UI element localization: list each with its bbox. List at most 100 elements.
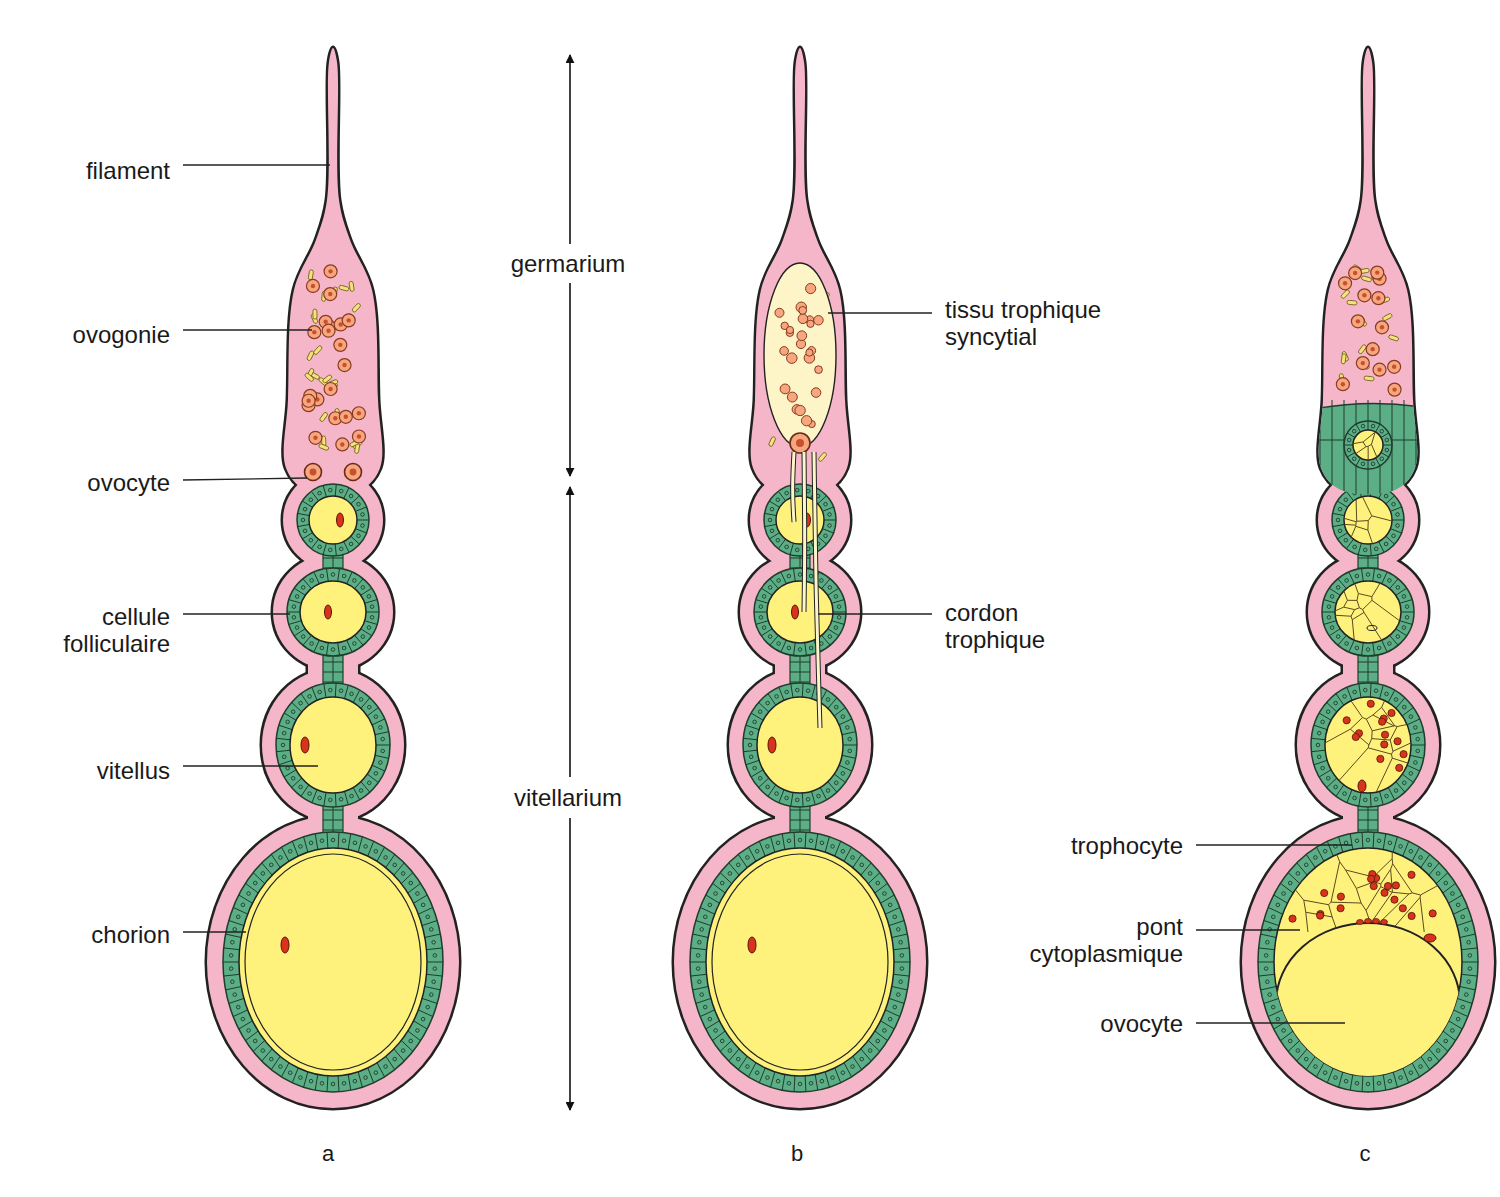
cell-wall [889,920,904,925]
cell-nucleus [876,1039,880,1043]
syncytial-nucleus [780,347,789,356]
cell-nucleus [753,720,757,724]
cell-wall [1390,579,1399,589]
cell-nucleus [1467,980,1471,984]
cell-nucleus [1296,1049,1300,1053]
cell-wall [1461,948,1477,950]
cell-wall [790,830,810,831]
cell-wall [1381,453,1389,458]
cell-wall [1386,536,1395,544]
cell-nucleus [703,1005,707,1009]
cell-wall [1443,883,1456,893]
cell-nucleus [749,755,753,759]
cell-wall [781,572,786,584]
trophocyte-nucleus [1408,871,1415,878]
cell-nucleus [1396,635,1400,639]
oogonium [336,438,349,451]
cell-nucleus [698,940,702,944]
cell-wall [793,568,795,581]
cell-nucleus [299,845,303,849]
syncytial-nucleus [814,316,823,325]
cell-wall [302,533,312,539]
cell-nucleus [236,1005,240,1009]
cell-nucleus [753,766,757,770]
oogonium-nucleus [357,434,361,438]
leader-line [183,164,330,165]
oogonium [1358,289,1371,302]
cell-nucleus [700,993,704,997]
cell-nucleus [261,1049,265,1053]
cell-wall [771,1072,775,1087]
cell-wall [323,558,343,559]
cell-nucleus [1327,616,1331,620]
cell-nucleus [1276,903,1280,907]
leader-line [818,613,932,614]
cell-nucleus [231,980,235,984]
cell-wall [239,895,253,903]
sheath-part [1308,554,1428,670]
cell-nucleus [708,1017,712,1021]
cell-nucleus [416,1029,420,1033]
cell-wall [894,962,910,963]
cell-nucleus [834,626,838,630]
somatic-cell [304,372,314,382]
cell-wall [426,948,442,950]
cell-wall [790,543,793,555]
cell-wall [825,837,829,852]
cell-wall [1274,1021,1288,1029]
oocyte-nucleus [301,737,309,753]
trophocyte-group [1272,846,1464,932]
cell-nucleus [1428,863,1432,867]
cell-wall [1461,974,1477,976]
cell-wall [765,513,777,515]
cell-nucleus [374,715,378,719]
trophocyte-nucleus [1289,915,1296,922]
cell-nucleus [896,928,900,932]
oocyte-cell-nucleus [310,469,317,476]
cell-wall [1264,998,1279,1003]
oocyte [290,697,376,793]
cell-wall [691,948,707,950]
cell-wall [323,543,326,555]
cell-nucleus [831,845,835,849]
somatic-cell [339,285,350,291]
trophocyte-group [1351,428,1379,462]
cell-nucleus [1361,462,1365,466]
trophocyte-nucleus [1396,764,1403,771]
cell-nucleus [1394,698,1398,702]
cell-nucleus [1414,761,1418,765]
cell-nucleus [426,915,430,919]
range-arrow [569,487,571,777]
cell-wall [790,672,810,673]
cell-wall [327,832,329,848]
cell-wall [832,621,844,625]
cell-wall [1280,1031,1293,1041]
cell-nucleus [303,507,307,511]
cell-nucleus [828,586,832,590]
cell-nucleus [834,705,838,709]
oogonium-nucleus [1353,271,1357,275]
cell-nucleus [785,491,789,495]
syncytial-nucleus [807,320,814,327]
cell-wall [1338,635,1347,645]
oogonium [352,430,365,443]
cell-nucleus [359,698,363,702]
cell-nucleus [381,737,385,741]
cell-wall [323,672,343,673]
cell-wall [693,987,709,990]
syncytial-nucleus [799,307,807,315]
range-arrow [569,818,571,1110]
cell-wall [355,529,366,533]
cell-nucleus [1352,429,1356,433]
cell-nucleus [374,1071,378,1075]
cell-wall [1344,445,1353,446]
cell-nucleus [806,489,810,493]
cell-wall [1393,1072,1397,1087]
cell-nucleus [253,881,257,885]
cell-wall [1359,684,1361,698]
follicle-epithelium [1344,421,1392,469]
cell-wall [401,1040,413,1051]
trophic-cord [814,452,820,728]
cell-nucleus [1321,720,1325,724]
cell-nucleus [370,616,374,620]
